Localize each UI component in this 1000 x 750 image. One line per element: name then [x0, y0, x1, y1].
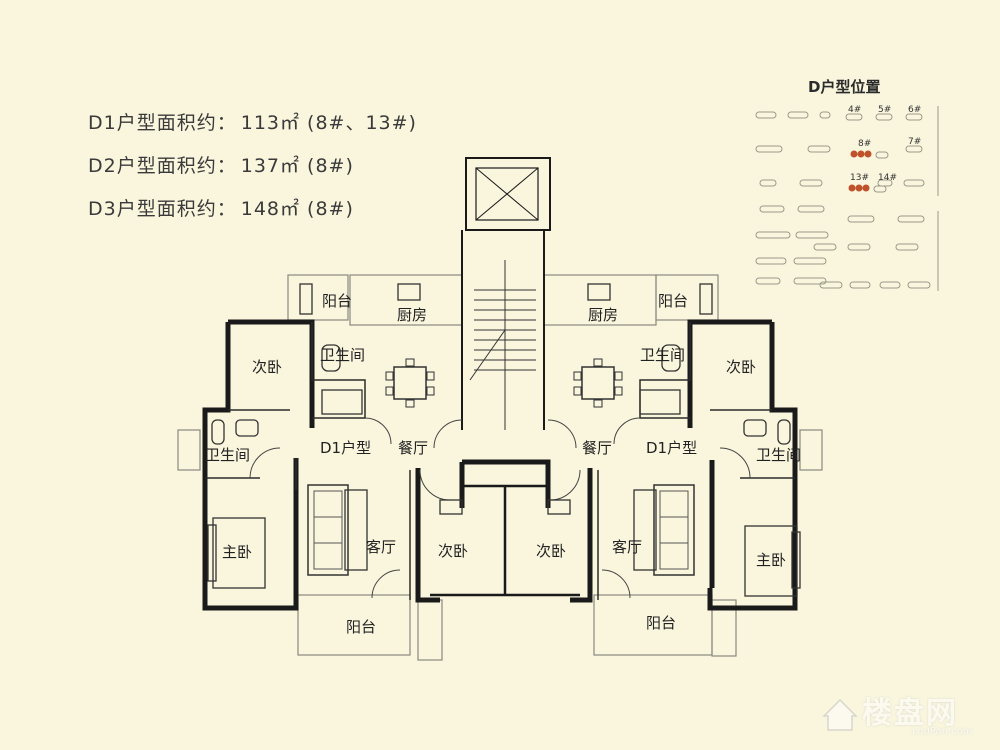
room-label-master-bedroom: 主卧: [222, 543, 252, 561]
area-label: D1户型面积约：: [88, 112, 237, 134]
building-label: 7#: [908, 137, 921, 147]
house-icon: [822, 698, 858, 731]
watermark-url: LouPan.com: [912, 726, 973, 737]
room-label-balcony: 阳台: [322, 292, 352, 310]
room-label-second-bedroom: 次卧: [536, 542, 566, 560]
room-label-second-bedroom: 次卧: [726, 358, 756, 376]
room-label-balcony: 阳台: [346, 618, 376, 636]
room-label-balcony: 阳台: [646, 614, 676, 632]
area-value: 148㎡ (8#): [240, 198, 354, 220]
room-label-dining: 餐厅: [582, 439, 612, 457]
room-label-master-bedroom: 主卧: [756, 551, 786, 569]
building-label: 13#: [850, 173, 869, 183]
area-value: 137㎡ (8#): [240, 155, 354, 177]
room-label-unit-type: D1户型: [646, 439, 697, 457]
watermark-text: 楼盘网: [862, 696, 958, 731]
watermark: 楼盘网 LouPan.com: [820, 688, 990, 743]
area-info-d1: D1户型面积约：113㎡ (8#、13#): [88, 108, 417, 135]
room-label-living: 客厅: [612, 538, 642, 556]
room-label-second-bedroom: 次卧: [252, 358, 282, 376]
building-label: 6#: [908, 105, 921, 115]
room-label-balcony: 阳台: [658, 292, 688, 310]
room-label-unit-type: D1户型: [320, 439, 371, 457]
location-map: 4# 5# 6# 8# 7# 13# 14#: [755, 105, 939, 291]
building-label: 5#: [878, 105, 891, 115]
area-info-d2: D2户型面积约：137㎡ (8#): [88, 151, 354, 178]
room-label-bathroom: 卫生间: [756, 446, 801, 464]
area-info-d3: D3户型面积约：148㎡ (8#): [88, 194, 354, 221]
room-label-kitchen: 厨房: [588, 306, 618, 324]
room-label-second-bedroom: 次卧: [438, 542, 468, 560]
area-value: 113㎡ (8#、13#): [240, 112, 417, 134]
location-map-title: D户型位置: [808, 78, 881, 96]
room-label-bathroom: 卫生间: [320, 346, 365, 364]
room-label-dining: 餐厅: [398, 439, 428, 457]
area-label: D3户型面积约：: [88, 198, 237, 220]
room-label-bathroom: 卫生间: [205, 446, 250, 464]
area-label: D2户型面积约：: [88, 155, 237, 177]
building-label: 4#: [848, 105, 861, 115]
room-label-living: 客厅: [366, 538, 396, 556]
building-label: 14#: [878, 173, 897, 183]
building-label: 8#: [858, 139, 871, 149]
room-label-bathroom: 卫生间: [640, 346, 685, 364]
room-label-kitchen: 厨房: [397, 306, 427, 324]
